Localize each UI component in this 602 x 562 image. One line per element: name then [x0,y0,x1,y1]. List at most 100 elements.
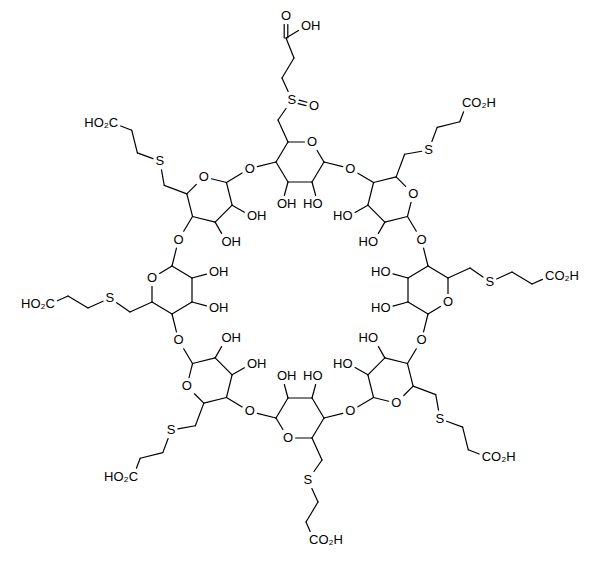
bond [187,194,193,217]
bond [355,205,368,212]
bond [88,301,103,308]
atom-label: HO [370,265,392,279]
atom-label: O [415,333,427,347]
bond [195,403,203,426]
bond [288,141,305,142]
bond [407,349,416,364]
bond [312,385,316,399]
atom-label: HO [332,357,354,371]
bond [306,522,310,532]
atom-label: CO₂H [544,269,580,283]
bond [324,162,343,167]
bond [368,205,385,222]
bond [184,216,193,231]
bond [151,287,152,303]
bond [408,302,428,314]
atom-label: S [423,143,434,157]
bond [278,109,286,121]
bond [497,272,512,279]
bond [278,120,288,142]
bond [257,413,276,418]
bond [276,162,288,182]
atom-label: O [181,379,193,393]
bond [191,278,192,302]
bond [368,358,385,375]
atom-label: HO₂C [20,297,56,311]
bond [178,426,195,429]
bond [317,151,324,163]
atom-label: HO [370,301,392,315]
bond [192,274,207,278]
atom-label: S [303,473,314,487]
atom-label: HO [358,235,380,249]
atom-label: HO₂C [83,116,119,130]
bond [276,142,288,162]
bond [385,216,408,222]
bond [68,296,88,308]
bond [257,162,276,167]
atom-label: HO [302,197,324,211]
bond [284,385,288,399]
bond [286,38,294,58]
bond [232,205,244,212]
bond [374,397,389,401]
bond [447,278,448,294]
bond [448,268,470,278]
bond [204,397,227,403]
bond [140,453,163,459]
bond [532,279,543,284]
bond [172,302,192,314]
atom-label: O [282,431,294,445]
atom-label: OH [276,197,298,211]
bond [160,266,172,273]
bond [385,358,408,364]
bond [193,358,216,364]
atom-label: O [146,271,158,285]
atom-label: HO [358,331,380,345]
bond [378,222,384,233]
bond [428,307,441,315]
atom-label: O [173,233,185,247]
bond [424,248,428,266]
bond [276,418,283,430]
atom-label: O [173,333,185,347]
bond [404,386,413,395]
atom-label: O [244,404,256,418]
bond [194,394,203,403]
bond [282,58,294,78]
bond [130,302,152,312]
bond [161,170,164,186]
bond [358,173,374,182]
bond [312,398,324,418]
bond [163,439,168,453]
bond [189,364,193,378]
atom-label: O [198,170,210,184]
bond [393,302,408,306]
bond [468,450,479,454]
bond [393,274,408,278]
atom-label: CO₂H [461,96,497,110]
bond [368,183,374,206]
bond [215,347,221,358]
bond [470,268,483,277]
bond [232,368,244,375]
bond [215,358,232,375]
atom-label: O [308,99,320,113]
bond [226,375,232,398]
bond [312,489,318,503]
bond [299,100,307,102]
bond [396,177,405,186]
bond [312,182,316,196]
bond [355,368,368,375]
atom-label: O [415,233,427,247]
bond [288,181,312,182]
bond [374,177,397,183]
bond [512,272,532,284]
bond [407,278,408,302]
bond [282,78,288,92]
bond [187,184,196,193]
bond [226,183,232,206]
atom-label: OH [220,331,242,345]
bond [226,173,242,182]
bond [137,153,153,159]
